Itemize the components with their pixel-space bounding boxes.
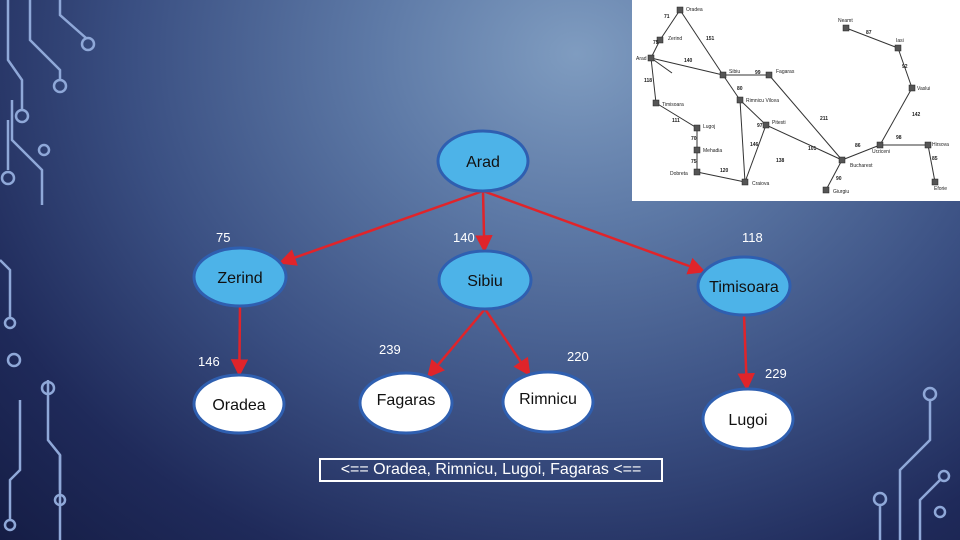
svg-text:Rimnicu Vilcea: Rimnicu Vilcea [746,98,779,104]
svg-text:211: 211 [820,116,828,122]
node-label-timisoara: Timisoara [709,279,779,296]
node-lugoi: Lugoi [701,387,795,451]
svg-text:Hirsova: Hirsova [932,142,949,148]
edge-label-140: 140 [453,230,475,245]
edge-arad-timisoara: 118 [482,189,763,275]
svg-text:85: 85 [932,156,938,162]
svg-text:120: 120 [720,168,729,174]
svg-text:Zerind: Zerind [668,36,682,42]
edge-label-146: 146 [198,354,220,369]
svg-text:Giurgiu: Giurgiu [833,189,849,195]
node-label-fagaras: Fagaras [377,392,436,409]
svg-text:Iasi: Iasi [896,38,904,44]
svg-text:75: 75 [653,40,659,46]
svg-text:90: 90 [836,176,842,182]
node-zerind: Zerind [192,246,288,308]
svg-text:Vaslui: Vaslui [917,86,930,92]
svg-text:Bucharest: Bucharest [850,163,873,169]
edge-label-239: 239 [379,342,401,357]
svg-text:138: 138 [776,158,785,164]
svg-text:Mehadia: Mehadia [703,148,722,154]
svg-text:Sibiu: Sibiu [729,69,740,75]
result-order-box: <== Oradea, Rimnicu, Lugoi, Fagaras <== [319,458,663,482]
svg-text:98: 98 [896,135,902,141]
edge-arad-sibiu: 140 [453,190,493,253]
edge-sibiu-fagaras: 239 [379,308,486,379]
node-label-arad: Arad [466,154,500,171]
node-oradea: Oradea [192,373,286,435]
svg-text:146: 146 [750,142,759,148]
svg-text:Pitesti: Pitesti [772,120,786,126]
node-label-sibiu: Sibiu [467,273,503,290]
svg-text:97: 97 [757,123,763,129]
svg-text:99: 99 [755,70,761,76]
svg-text:101: 101 [808,146,817,152]
svg-text:87: 87 [866,30,872,36]
svg-text:Arad: Arad [636,56,647,62]
svg-text:86: 86 [855,143,861,149]
svg-text:118: 118 [644,78,652,84]
svg-text:80: 80 [737,86,743,92]
node-fagaras: Fagaras [358,371,454,435]
edge-label-75: 75 [216,230,230,245]
edge-sibiu-rimnicu: 220 [483,308,589,377]
edge-label-220: 220 [567,349,589,364]
svg-text:71: 71 [664,14,670,20]
edge-arad-zerind: 75 [216,189,484,266]
edge-label-229: 229 [765,366,787,381]
svg-text:Lugoj: Lugoj [703,124,715,130]
node-label-rimnicu: Rimnicu [519,391,577,408]
svg-text:Fagaras: Fagaras [776,69,795,75]
svg-text:111: 111 [672,118,680,124]
svg-text:151: 151 [706,36,715,42]
circuit-decoration-right [872,386,951,540]
node-rimnicu: Rimnicu [501,370,595,434]
svg-text:92: 92 [902,64,908,70]
edge-zerind-oradea: 146 [198,305,249,377]
circuit-decoration-left [0,0,96,540]
node-arad: Arad [436,129,530,193]
node-label-zerind: Zerind [217,270,262,287]
edge-timisoara-lugoi: 229 [737,314,787,391]
svg-text:140: 140 [684,58,693,64]
node-timisoara: Timisoara [696,255,792,317]
svg-text:Neamt: Neamt [838,18,853,24]
svg-text:75: 75 [691,159,697,165]
node-sibiu: Sibiu [437,249,533,311]
svg-text:Oradea: Oradea [686,7,703,13]
svg-text:70: 70 [691,136,697,142]
svg-text:Timisoara: Timisoara [662,102,684,108]
node-label-oradea: Oradea [212,397,265,414]
svg-text:Craiova: Craiova [752,181,769,187]
romania-map-inset: Oradea Neamt Zerind Iasi Arad Sibiu Faga… [632,0,960,201]
svg-text:Dobreta: Dobreta [670,171,688,177]
node-label-lugoi: Lugoi [728,412,767,429]
svg-text:Eforie: Eforie [934,186,947,192]
svg-text:142: 142 [912,112,921,118]
edge-label-118: 118 [742,230,763,245]
svg-text:Urziceni: Urziceni [872,149,890,155]
